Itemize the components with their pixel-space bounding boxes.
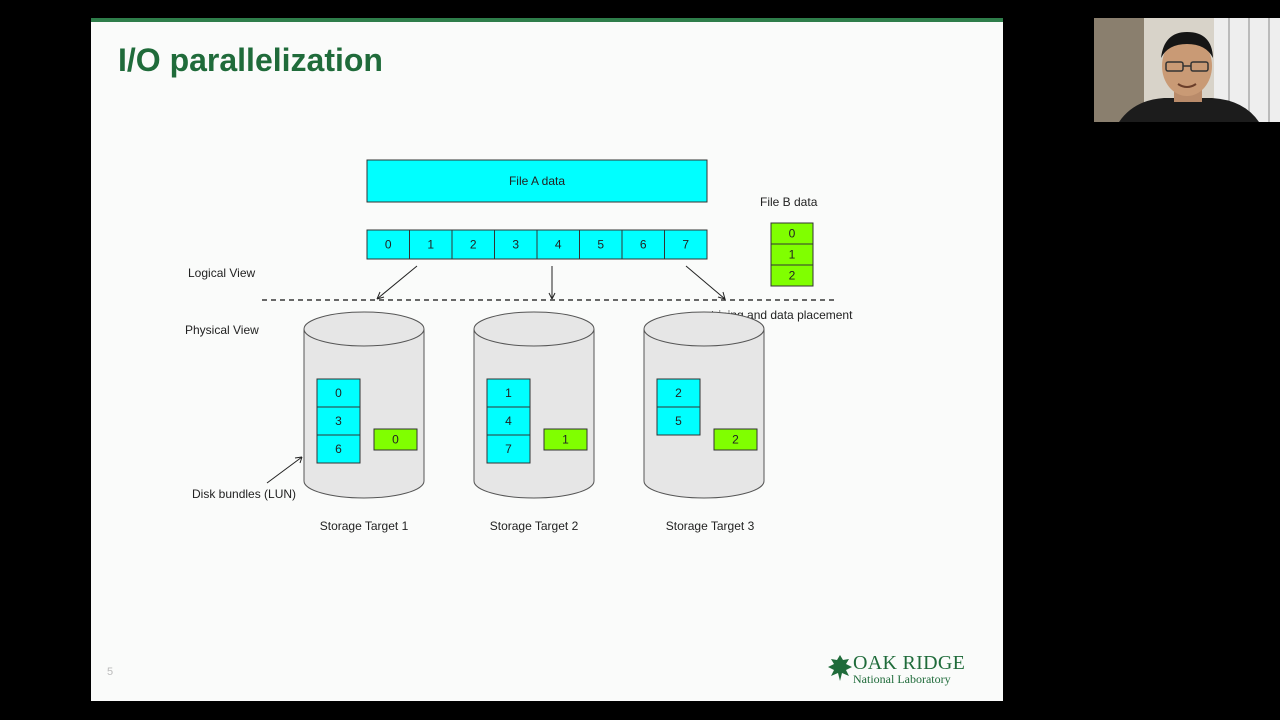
target-3-a-block-5-label: 5 <box>675 414 682 428</box>
slide-accent-bar <box>91 18 1003 22</box>
physical-view-label: Physical View <box>185 323 259 337</box>
file-a-block-5: 5 <box>579 229 623 260</box>
file-a-block-0: 0 <box>366 229 410 260</box>
file-a-block-3: 3 <box>494 229 538 260</box>
file-a-block-1-label: 1 <box>427 238 434 252</box>
oak-leaf-icon <box>828 655 852 681</box>
target-1-a-block-6: 6 <box>316 434 361 464</box>
logo-line1: OAK RIDGE <box>853 652 966 674</box>
file-a-block-3-label: 3 <box>512 238 519 252</box>
target-2-a-block-7-label: 7 <box>505 442 512 456</box>
storage-target-2-label: Storage Target 2 <box>490 519 579 533</box>
logo-line2: National Laboratory <box>853 672 951 686</box>
target-3-a-block-2-label: 2 <box>675 386 682 400</box>
target-2-a-block-7: 7 <box>486 434 531 464</box>
target-3-a-block-2: 2 <box>656 378 701 408</box>
target-2-a-block-1: 1 <box>486 378 531 408</box>
file-a-block-7-label: 7 <box>682 238 689 252</box>
file-a-block-1: 1 <box>409 229 453 260</box>
target-1-b-block-label: 0 <box>392 433 399 447</box>
file-b-data-label: File B data <box>760 195 818 209</box>
target-1-a-block-3-label: 3 <box>335 414 342 428</box>
target-2-a-block-4-label: 4 <box>505 414 512 428</box>
presenter-video-icon <box>1094 18 1280 122</box>
page-number: 5 <box>107 666 114 678</box>
presenter-video-thumbnail[interactable] <box>1094 18 1280 122</box>
file-a-block-4: 4 <box>536 229 580 260</box>
file-a-block-4-label: 4 <box>555 238 562 252</box>
target-2-a-block-1-label: 1 <box>505 386 512 400</box>
oak-ridge-logo: OAK RIDGE National Laboratory <box>827 652 967 688</box>
file-a-block-row: 0 1 2 3 4 5 6 7 <box>366 229 708 260</box>
file-a-block-5-label: 5 <box>597 238 604 252</box>
file-b-block-2: 2 <box>770 264 814 287</box>
file-b-block-0-label: 0 <box>789 227 796 241</box>
storage-target-1-label: Storage Target 1 <box>320 519 409 533</box>
file-b-block-column: 0 1 2 <box>770 222 814 287</box>
file-b-block-1: 1 <box>770 243 814 266</box>
disk-bundles-arrow <box>266 456 303 484</box>
file-a-block-0-label: 0 <box>385 238 392 252</box>
storage-target-3-label: Storage Target 3 <box>666 519 755 533</box>
file-b-block-2-label: 2 <box>789 269 796 283</box>
file-a-block-6-label: 6 <box>640 238 647 252</box>
target-3-b-block: 2 <box>713 428 758 451</box>
target-3-b-block-label: 2 <box>732 433 739 447</box>
io-parallelization-diagram: File A data 0 1 2 3 4 5 6 7 File B data 0 1 2 Log… <box>185 159 853 533</box>
file-a-block-6: 6 <box>621 229 665 260</box>
disk-bundles-label: Disk bundles (LUN) <box>192 487 296 501</box>
target-1-a-block-6-label: 6 <box>335 442 342 456</box>
target-1-b-block: 0 <box>373 428 418 451</box>
logical-view-label: Logical View <box>188 266 255 280</box>
target-2-a-block-4: 4 <box>486 406 531 436</box>
file-a-block-7: 7 <box>664 229 708 260</box>
target-1-a-block-0: 0 <box>316 378 361 408</box>
target-2-b-block-label: 1 <box>562 433 569 447</box>
file-a-data-label: File A data <box>509 174 565 188</box>
file-a-block-2-label: 2 <box>470 238 477 252</box>
target-3-a-block-5: 5 <box>656 406 701 436</box>
file-a-block-2: 2 <box>451 229 495 260</box>
slide: I/O parallelization File A data 0 1 2 3 4 5 6 7… <box>91 18 1003 701</box>
file-b-block-1-label: 1 <box>789 248 796 262</box>
target-2-b-block: 1 <box>543 428 588 451</box>
placement-arrows <box>376 265 726 300</box>
target-1-a-block-3: 3 <box>316 406 361 436</box>
file-b-block-0: 0 <box>770 222 814 245</box>
target-1-a-block-0-label: 0 <box>335 386 342 400</box>
slide-title: I/O parallelization <box>118 42 383 78</box>
file-a-data-bar <box>366 159 708 203</box>
